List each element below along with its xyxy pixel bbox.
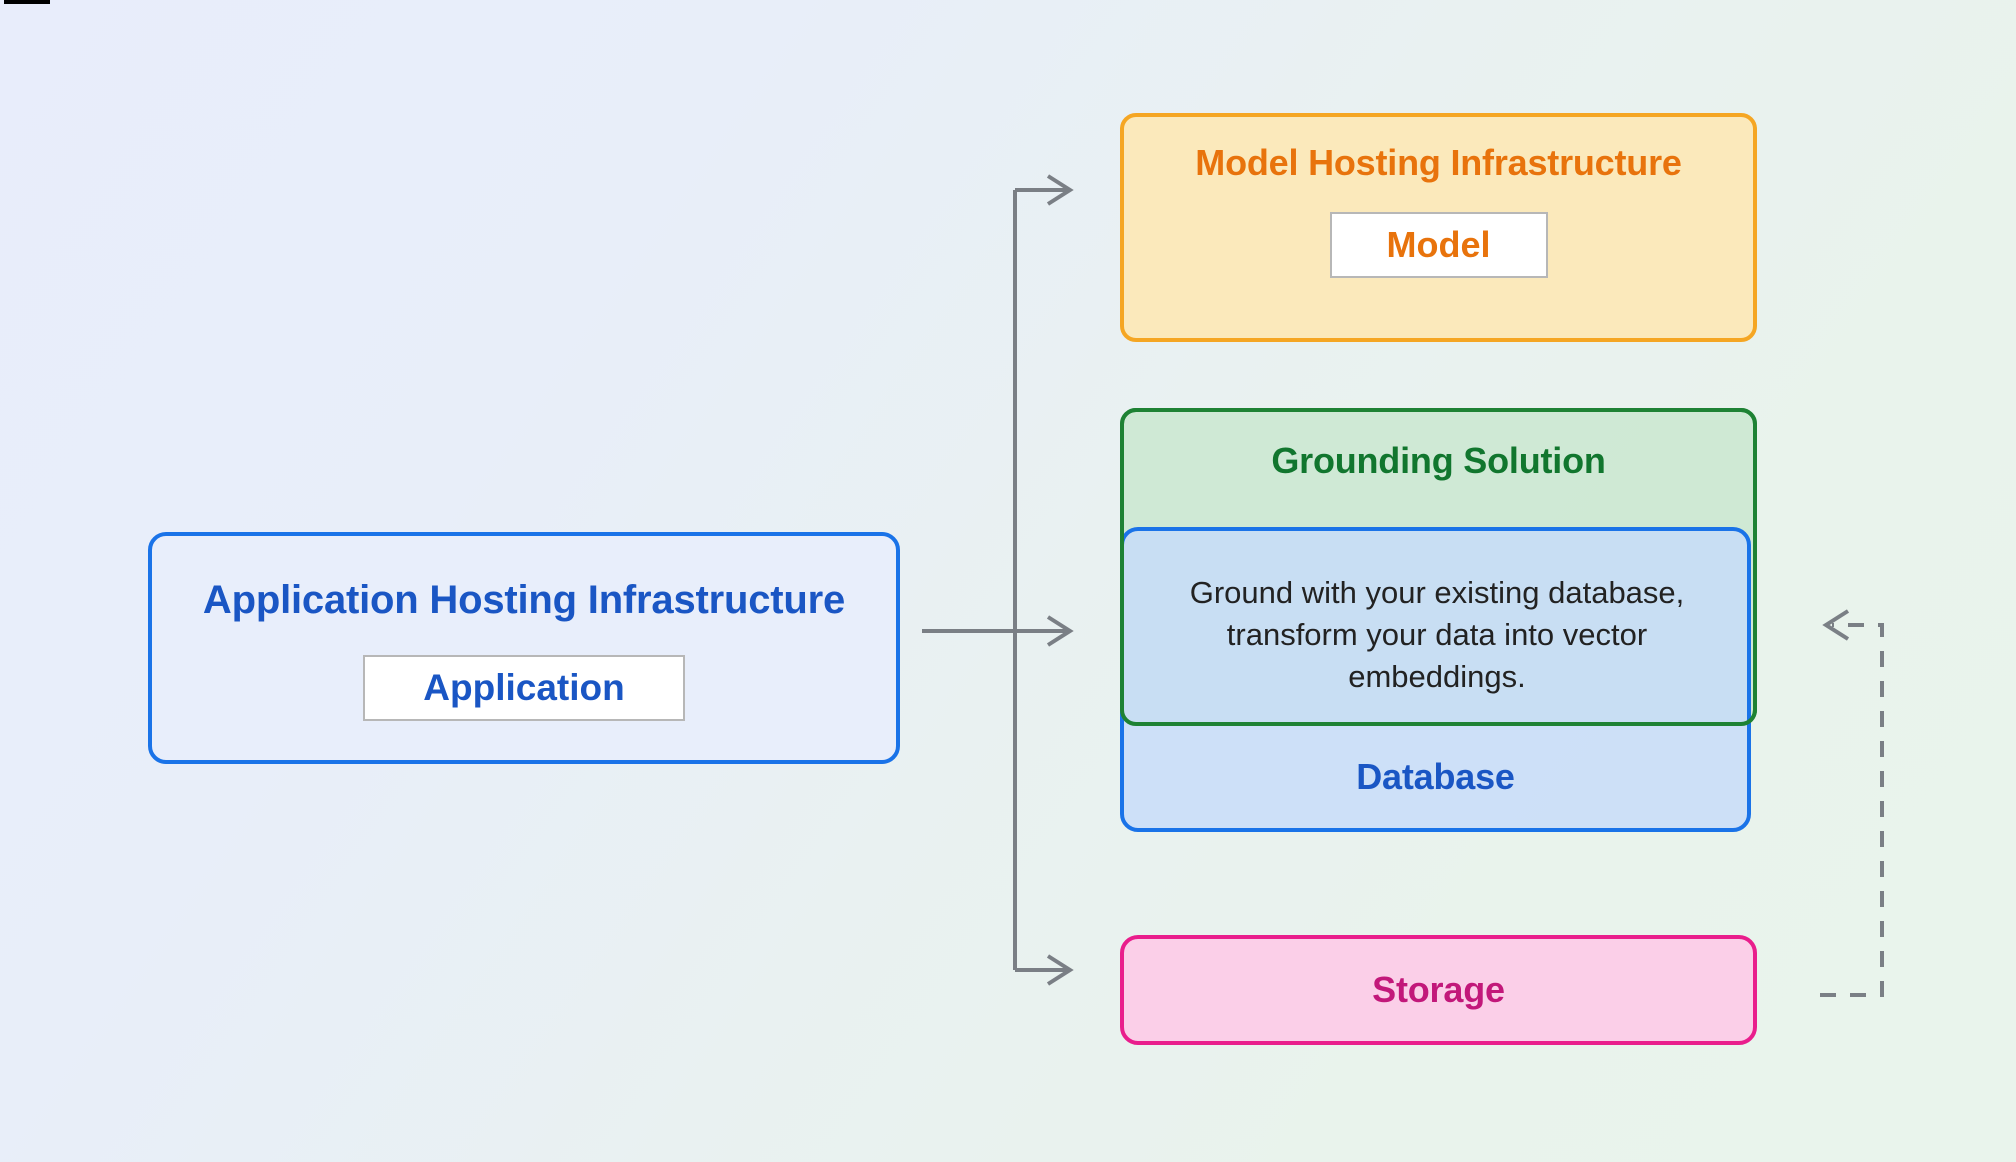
model-hosting-title: Model Hosting Infrastructure — [1195, 142, 1682, 183]
grounding-callout-text: Ground with your existing database, tran… — [1189, 575, 1685, 694]
application-chip[interactable]: Application — [363, 655, 685, 721]
edge-artifact — [4, 0, 50, 4]
model-hosting-infrastructure-box[interactable]: Model Hosting Infrastructure Model — [1120, 113, 1757, 342]
arrowhead-model — [1046, 174, 1074, 206]
arrowhead-grounding — [1046, 615, 1074, 647]
storage-title: Storage — [1372, 969, 1505, 1010]
application-hosting-infrastructure-box[interactable]: Application Hosting Infrastructure Appli… — [148, 532, 900, 764]
arrowhead-storage-to-database — [1822, 609, 1850, 641]
model-chip[interactable]: Model — [1329, 212, 1548, 278]
arrowhead-storage — [1046, 954, 1074, 986]
connector-storage-to-database-dashed — [1820, 623, 1884, 997]
grounding-solution-title: Grounding Solution — [1271, 440, 1606, 481]
application-hosting-title: Application Hosting Infrastructure — [202, 578, 846, 622]
storage-box[interactable]: Storage — [1120, 935, 1757, 1045]
database-title: Database — [1356, 756, 1515, 797]
database-box[interactable]: Database — [1120, 527, 1751, 832]
